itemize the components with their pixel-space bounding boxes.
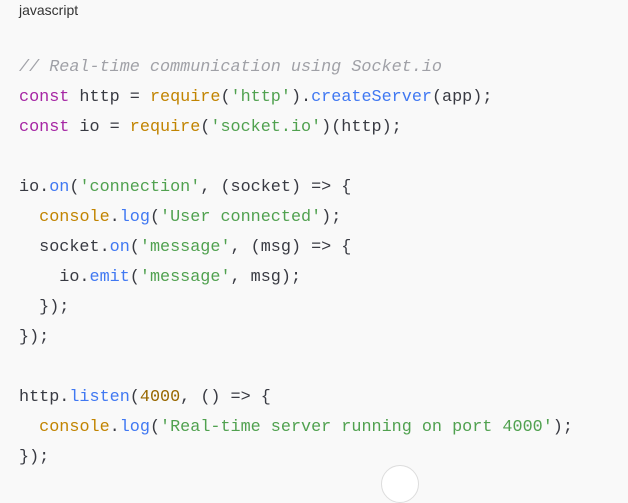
code-token-number: 4000 (139, 388, 181, 407)
code-token-plain: http = (69, 88, 150, 107)
code-token-plain: http. (19, 388, 70, 407)
code-token-plain: ). (290, 88, 312, 107)
code-token-method: listen (69, 388, 130, 407)
code-token-method: log (119, 208, 150, 227)
code-token-keyword: const (19, 118, 70, 137)
code-line: }); (19, 323, 573, 353)
code-token-method: on (109, 238, 130, 257)
code-token-plain: . (109, 208, 120, 227)
code-token-plain: socket. (19, 238, 110, 257)
code-line: io.on('connection', (socket) => { (19, 173, 573, 203)
code-token-plain: )(http); (321, 118, 402, 137)
code-token-plain (19, 418, 39, 437)
code-line: const http = require('http').createServe… (19, 83, 573, 113)
code-token-method: emit (89, 268, 130, 287)
code-token-plain: , msg); (230, 268, 302, 287)
code-token-string: 'message' (139, 268, 231, 287)
code-token-fn: console (39, 208, 110, 227)
code-token-plain: ( (129, 388, 140, 407)
code-line: // Real-time communication using Socket.… (19, 53, 573, 83)
code-token-plain: , () => { (180, 388, 271, 407)
code-token-plain: ( (129, 238, 140, 257)
code-line: io.emit('message', msg); (19, 263, 573, 293)
code-token-method: createServer (311, 88, 432, 107)
code-token-string: 'connection' (79, 178, 201, 197)
code-token-plain: ( (69, 178, 80, 197)
code-token-plain: ( (149, 208, 161, 227)
code-line: console.log('User connected'); (19, 203, 573, 233)
code-line: socket.on('message', (msg) => { (19, 233, 573, 263)
code-token-string: 'message' (139, 238, 231, 257)
code-token-method: on (49, 178, 70, 197)
code-token-comment: // Real-time communication using Socket.… (19, 58, 442, 77)
code-token-keyword: const (19, 88, 70, 107)
code-block: // Real-time communication using Socket.… (19, 53, 573, 473)
code-token-plain: ); (321, 208, 342, 227)
code-token-fn: console (39, 418, 110, 437)
code-token-plain: ( (220, 88, 231, 107)
code-token-plain: ( (129, 268, 140, 287)
code-token-plain: , (socket) => { (200, 178, 352, 197)
code-line: console.log('Real-time server running on… (19, 413, 573, 443)
code-token-plain: ); (552, 418, 573, 437)
code-token-string: 'http' (230, 88, 291, 107)
code-token-plain: ( (200, 118, 211, 137)
code-line: http.listen(4000, () => { (19, 383, 573, 413)
code-line (19, 143, 573, 173)
code-token-string: 'User connected' (160, 208, 322, 227)
code-token-plain: }); (19, 448, 50, 467)
code-token-plain: }); (19, 298, 70, 317)
code-token-plain: io. (19, 268, 90, 287)
code-token-plain: , (msg) => { (230, 238, 352, 257)
code-token-method: log (119, 418, 150, 437)
code-line (19, 353, 573, 383)
code-token-plain: io = (69, 118, 130, 137)
code-token-plain: }); (19, 328, 50, 347)
code-token-plain: io. (19, 178, 50, 197)
code-token-string: 'Real-time server running on port 4000' (160, 418, 553, 437)
code-token-fn: require (149, 88, 221, 107)
code-line: const io = require('socket.io')(http); (19, 113, 573, 143)
code-token-plain: . (109, 418, 120, 437)
code-token-plain: (app); (431, 88, 493, 107)
code-token-fn: require (129, 118, 201, 137)
code-token-string: 'socket.io' (210, 118, 322, 137)
code-line: }); (19, 443, 573, 473)
code-language-label: javascript (19, 2, 79, 18)
scroll-down-button[interactable] (381, 465, 419, 503)
code-line: }); (19, 293, 573, 323)
code-token-plain (19, 208, 39, 227)
code-token-plain: ( (149, 418, 161, 437)
